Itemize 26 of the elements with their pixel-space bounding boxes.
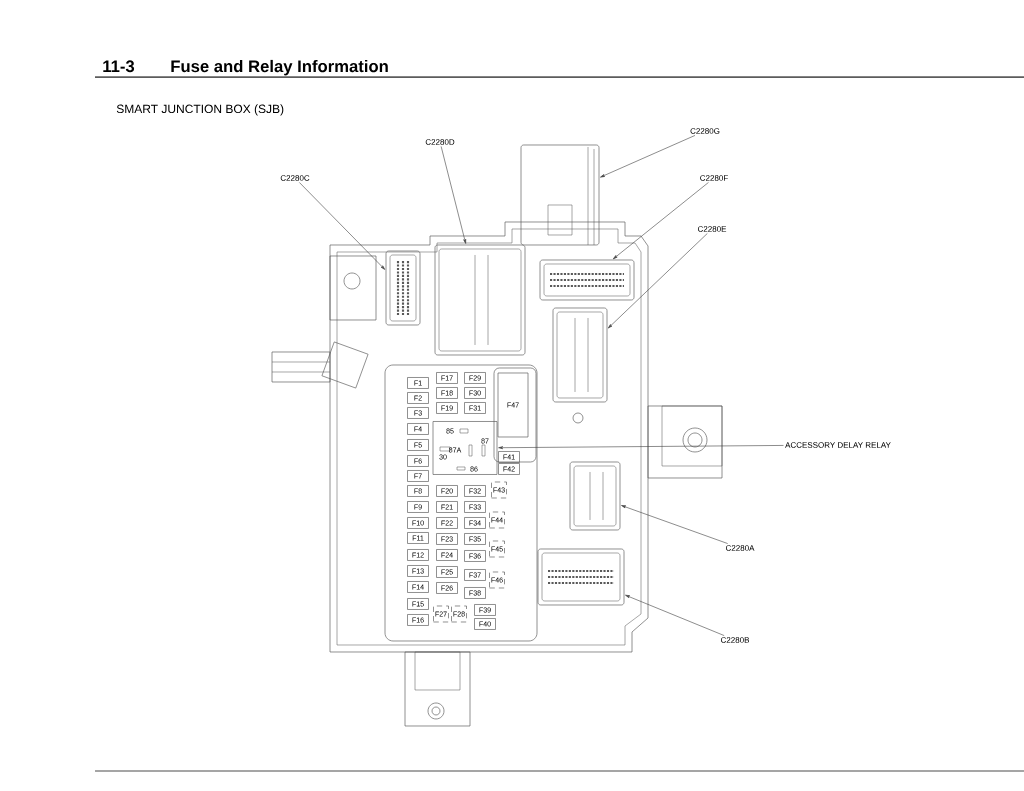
leader-line (612, 182, 709, 260)
title: Fuse and Relay Information (171, 59, 388, 76)
callout-label: C2280B (720, 637, 750, 643)
connector (520, 144, 600, 246)
subtitle: SMART JUNCTION BOX (SJB) (116, 104, 284, 116)
callout-label: C2280A (725, 545, 755, 551)
connector (539, 259, 635, 301)
connector (385, 250, 421, 326)
callout-label: C2280D (425, 139, 455, 145)
leader-line (600, 135, 696, 178)
leader-line (625, 594, 725, 636)
leader-line (607, 233, 708, 329)
leader-line (498, 445, 784, 450)
leader-line (440, 146, 467, 244)
leader-line (299, 182, 386, 270)
connector (537, 548, 625, 606)
callout-label: C2280G (690, 128, 720, 134)
leader-line (621, 505, 728, 544)
callout-label: ACCESSORY DELAY RELAY (785, 442, 891, 448)
connector (552, 307, 608, 403)
connector (569, 461, 621, 531)
callout-label: C2280F (700, 175, 728, 181)
connector (434, 244, 526, 356)
page-number: 11-3 (103, 60, 135, 73)
callout-label: C2280E (697, 226, 727, 232)
callout-label: C2280C (280, 175, 310, 181)
